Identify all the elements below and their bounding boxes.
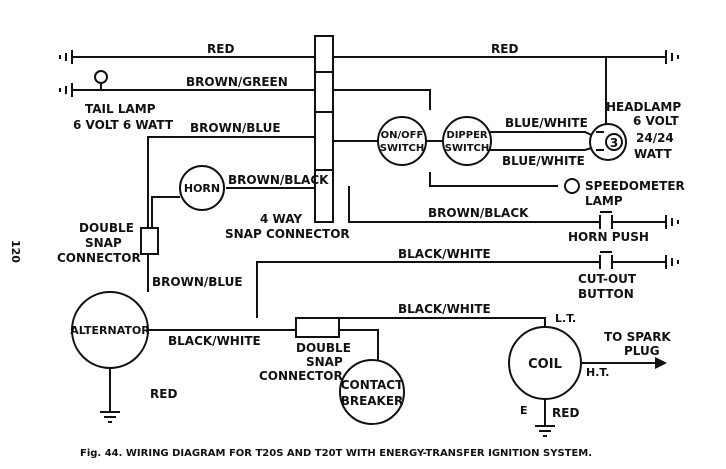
horn-push-icon [599, 211, 613, 229]
double-snap-lower-label-2: SNAP [306, 355, 343, 369]
tail-lamp-rating: 6 VOLT 6 WATT [73, 118, 174, 132]
spark-plug-label-2: PLUG [624, 344, 660, 358]
double-snap-upper-label-1: DOUBLE [79, 221, 134, 235]
label-red-coil-ground: RED [552, 406, 579, 420]
double-snap-upper-label-2: SNAP [85, 236, 122, 250]
label-brown-blue-top: BROWN/BLUE [190, 121, 281, 135]
double-snap-lower-label-1: DOUBLE [296, 341, 351, 355]
headlamp-label-4: WATT [634, 147, 673, 161]
double-snap-connector-lower [295, 317, 340, 338]
wire-snap-breaker [339, 329, 379, 360]
dipper-switch-label-2: SWITCH [445, 143, 489, 154]
spark-plug-arrow [655, 357, 667, 369]
wire-brown-black-push [348, 186, 600, 223]
wire-speedometer [429, 172, 558, 187]
label-blue-white-2: BLUE/WHITE [502, 154, 585, 168]
coil-icon [508, 326, 582, 400]
label-black-white-cutout: BLACK/WHITE [398, 247, 491, 261]
horn-push-label: HORN PUSH [568, 230, 649, 244]
four-way-label-1: 4 WAY [260, 212, 302, 226]
cutout-label-2: BUTTON [578, 287, 634, 301]
four-way-snap-connector [314, 35, 334, 223]
dipper-switch-label-1: DIPPER [446, 130, 488, 141]
speedometer-label-1: SPEEDOMETER [585, 179, 685, 193]
four-way-label-2: SNAP CONNECTOR [225, 227, 350, 241]
terminal-red-right [665, 50, 679, 64]
contact-breaker-label-2: BREAKER [341, 394, 404, 408]
figure-caption: Fig. 44. WIRING DIAGRAM FOR T20S AND T20… [80, 448, 592, 459]
horn-icon [179, 165, 225, 211]
wire-labels: RED RED BROWN/GREEN BROWN/BLUE BROWN/BLA… [150, 42, 588, 420]
spark-plug-label-1: TO SPARK [604, 330, 671, 344]
label-red-left: RED [207, 42, 234, 56]
tail-lamp-bulb-icon [94, 70, 108, 90]
right-terminals [665, 50, 679, 269]
dipper-switch-icon [442, 116, 492, 166]
terminal-horn-push-right [665, 215, 679, 229]
alternator-label: ALTERNATOR [70, 324, 150, 337]
wire-black-white-cutout [256, 261, 600, 318]
label-brown-black-horn: BROWN/BLACK [228, 173, 329, 187]
headlamp-label-2: 6 VOLT [633, 114, 679, 128]
double-snap-connector-upper [140, 227, 159, 255]
wire-black-white-coil [339, 317, 546, 328]
label-black-white-alt: BLACK/WHITE [168, 334, 261, 348]
label-red-right: RED [491, 42, 518, 56]
wire-brown-blue-top [147, 136, 315, 228]
coil-ht-label: H.T. [586, 366, 609, 379]
cutout-label-1: CUT-OUT [578, 272, 637, 286]
speedometer-lamp-icon [564, 178, 580, 194]
wire-horn-snap [151, 196, 180, 228]
on-off-switch-icon [377, 116, 427, 166]
double-snap-upper-label-3: CONNECTOR [57, 251, 141, 265]
label-brown-black-push: BROWN/BLACK [428, 206, 529, 220]
coil-e-label: E [520, 404, 528, 417]
component-labels: TAIL LAMP 6 VOLT 6 WATT HORN ON/OFF SWIT… [57, 100, 685, 417]
contact-breaker-icon [339, 359, 405, 425]
tail-lamp-label: TAIL LAMP [85, 102, 156, 116]
ground-alternator [100, 411, 120, 423]
double-snap-lower-label-3: CONNECTOR [259, 369, 343, 383]
alternator-icon [71, 291, 149, 369]
left-terminals [59, 50, 73, 97]
on-off-switch-label-2: SWITCH [380, 143, 424, 154]
label-brown-blue-alt: BROWN/BLUE [152, 275, 243, 289]
wire-brown-green [72, 89, 431, 110]
label-brown-green: BROWN/GREEN [186, 75, 288, 89]
headlamp-icon [589, 123, 627, 161]
label-black-white-coil: BLACK/WHITE [398, 302, 491, 316]
ground-coil [535, 425, 555, 437]
label-red-ground: RED [150, 387, 177, 401]
horn-label: HORN [184, 182, 220, 195]
wire-blue-white-2 [490, 145, 599, 151]
cutout-button-icon [599, 251, 613, 269]
terminal-red-left [59, 50, 73, 64]
wire-blue-white-1 [490, 131, 599, 139]
contact-breaker-label-1: CONTACT [341, 378, 404, 392]
speedometer-label-2: LAMP [585, 194, 623, 208]
wires [72, 56, 667, 426]
coil-label: COIL [528, 357, 562, 372]
terminal-cutout-right [665, 255, 679, 269]
headlamp-label-1: HEADLAMP [606, 100, 681, 114]
headlamp-symbol: 3 [610, 136, 618, 150]
headlamp-label-3: 24/24 [636, 131, 674, 145]
label-blue-white-1: BLUE/WHITE [505, 116, 588, 130]
terminal-brown-green-left [59, 83, 73, 97]
on-off-switch-label-1: ON/OFF [381, 130, 424, 141]
page-number: 120 [9, 240, 22, 263]
coil-lt-label: L.T. [555, 312, 576, 325]
